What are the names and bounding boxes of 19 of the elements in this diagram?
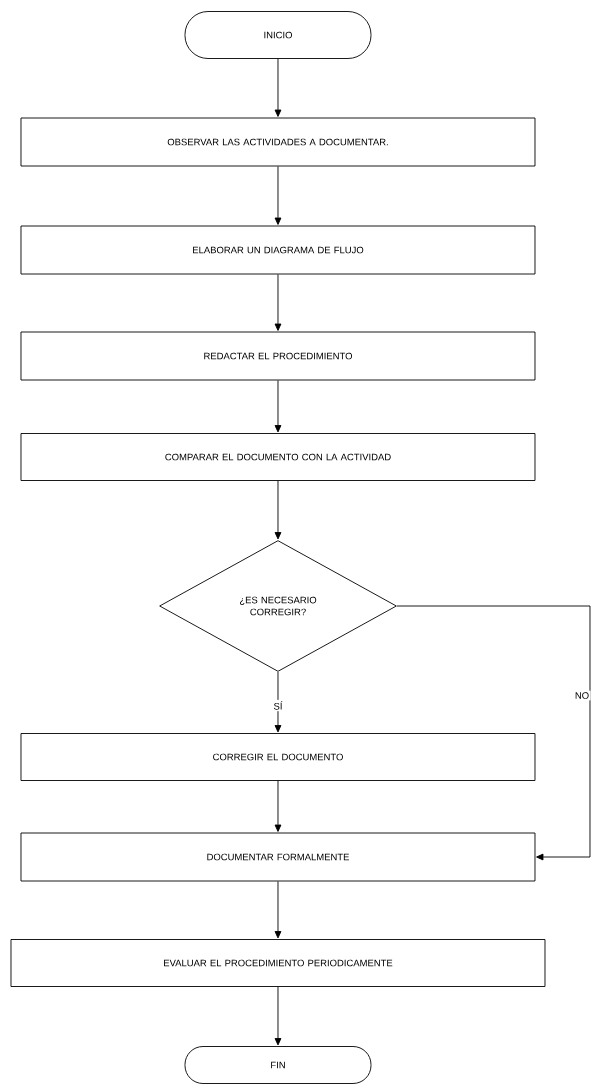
arrow <box>274 480 282 540</box>
arrow <box>274 671 282 733</box>
arrow <box>396 605 591 861</box>
process-box: COMPARAR EL DOCUMENTO CON LA ACTIVIDAD <box>20 433 536 481</box>
arrow <box>274 380 282 433</box>
process-box: DOCUMENTAR FORMALMENTE <box>20 832 536 882</box>
process-box: EVALUAR EL PROCEDIMIENTO PERIODICAMENTE <box>10 939 546 987</box>
process-box: ELABORAR UN DIAGRAMA DE FLUJO <box>20 225 536 275</box>
arrow <box>274 58 282 117</box>
arrow <box>274 780 282 832</box>
arrow <box>274 166 282 225</box>
arrow <box>274 986 282 1046</box>
edge-label: NO <box>573 690 591 701</box>
process-box: CORREGIR EL DOCUMENTO <box>20 733 536 781</box>
process-box: OBSERVAR LAS ACTIVIDADES A DOCUMENTAR. <box>20 117 536 167</box>
arrow <box>274 881 282 939</box>
process-box: REDACTAR EL PROCEDIMIENTO <box>20 331 536 381</box>
edge-label: SÍ <box>272 699 284 712</box>
arrow <box>274 274 282 331</box>
